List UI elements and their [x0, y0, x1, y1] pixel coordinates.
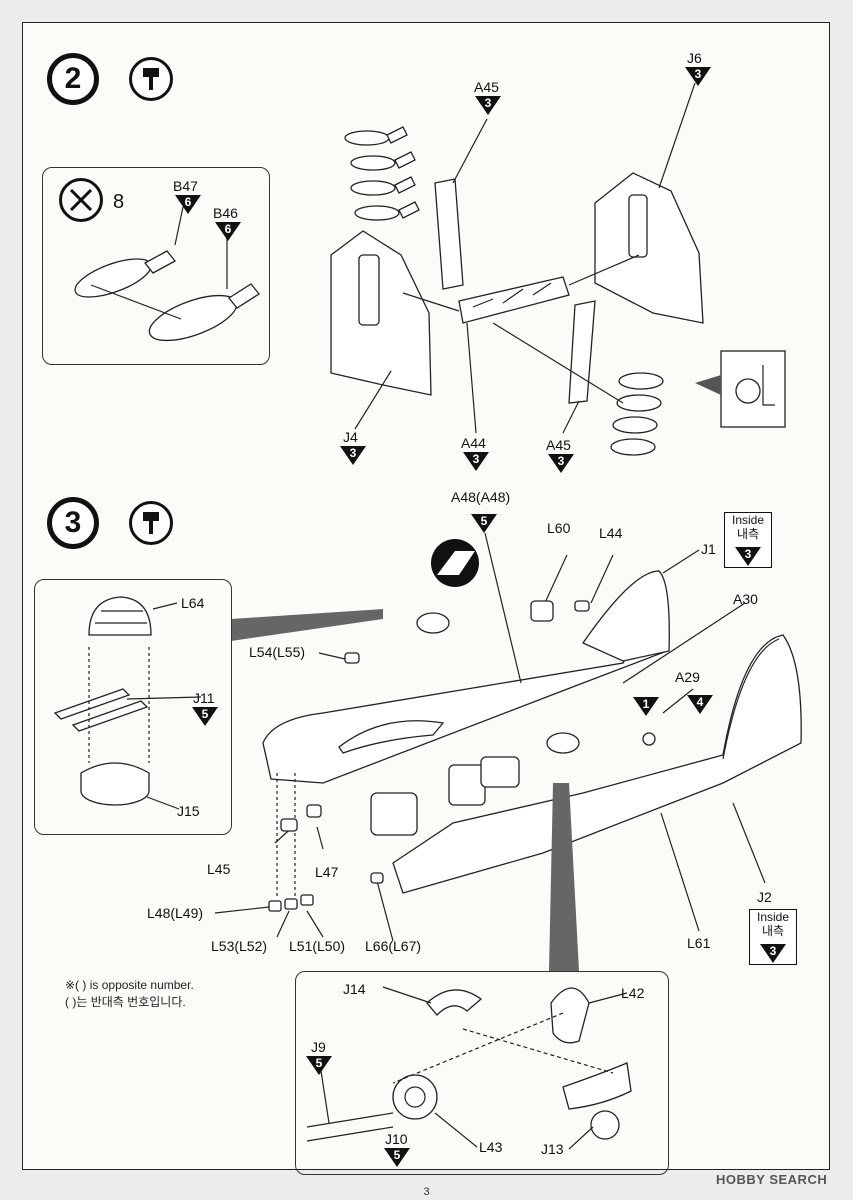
bomb-rack-drawing: [330, 82, 786, 456]
part-label-a44: A44: [461, 435, 486, 451]
color-marker-a45-bottom: 3: [548, 454, 574, 473]
part-label-l44: L44: [599, 525, 623, 541]
part-label-l60: L60: [547, 520, 571, 536]
part-label-l48: L48(L49): [147, 905, 204, 921]
part-label-l61: L61: [687, 935, 711, 951]
part-label-l51: L51(L50): [289, 938, 346, 954]
part-label-j1: J1: [701, 541, 716, 557]
part-label-l54: L54(L55): [249, 644, 306, 660]
step-2-number: 2: [64, 62, 82, 95]
part-label-j13: J13: [541, 1141, 564, 1157]
opposite-number-note: ※( ) is opposite number. ( )는 반대측 번호입니다.: [65, 978, 194, 1009]
part-label-a29: A29: [675, 669, 700, 685]
tail-turret-inset-drawing: [306, 986, 632, 1150]
part-label-a45-top: A45: [474, 79, 499, 95]
turret-inset-drawing: [53, 596, 383, 810]
part-label-l66: L66(L67): [365, 938, 422, 954]
part-label-l43: L43: [479, 1139, 503, 1155]
step-3-number: 3: [64, 506, 82, 539]
part-label-j6: J6: [687, 50, 702, 66]
part-label-l47: L47: [315, 864, 339, 880]
color-marker-j11: 5: [192, 707, 218, 726]
part-label-j4: J4: [343, 429, 358, 445]
part-label-a30: A30: [733, 591, 758, 607]
assembly-drawing: [53, 82, 802, 1150]
color-marker-j10: 5: [384, 1148, 410, 1167]
part-label-b47: B47: [173, 178, 198, 194]
cement-icon: [129, 57, 173, 101]
part-label-j14: J14: [343, 981, 366, 997]
tail-turret-inset-panel: [295, 971, 669, 1175]
part-label-j2: J2: [757, 889, 772, 905]
turret-inset-panel: [34, 579, 232, 835]
color-marker-j6: 3: [685, 67, 711, 86]
part-label-l64: L64: [181, 595, 205, 611]
step-2-badge: 2: [47, 53, 99, 105]
color-marker-a48: 5: [471, 514, 497, 533]
step-3-badge: 3: [47, 497, 99, 549]
part-label-j9: J9: [311, 1039, 326, 1055]
part-label-j10: J10: [385, 1131, 408, 1147]
part-label-l42: L42: [621, 985, 645, 1001]
watermark: HOBBY SEARCH: [716, 1172, 828, 1187]
part-label-l53: L53(L52): [211, 938, 268, 954]
quantity-label: 8: [113, 191, 125, 213]
color-marker-j9: 5: [306, 1056, 332, 1075]
color-marker-a44: 3: [463, 452, 489, 471]
bomb-inset-drawing: [74, 206, 260, 342]
part-label-a45-bottom: A45: [546, 437, 571, 453]
color-marker-a45-top: 3: [475, 96, 501, 115]
inside-note-j2: Inside 내측 3: [749, 909, 797, 965]
part-label-j15: J15: [177, 803, 200, 819]
part-label-a48: A48(A48): [451, 489, 511, 505]
page-number: 3: [423, 1186, 430, 1198]
instruction-page: 2 8 B47 6 B46 6 A45 3 J6 3 J4 3 A44 3 A4…: [22, 22, 830, 1175]
color-marker-1: 1: [633, 697, 659, 716]
no-cement-icon: [59, 178, 103, 222]
color-marker-b46: 6: [215, 222, 241, 241]
color-marker-j4: 3: [340, 446, 366, 465]
part-label-j11: J11: [193, 690, 215, 706]
part-label-l45: L45: [207, 861, 231, 877]
bomb-inset-panel: [42, 167, 270, 365]
part-label-b46: B46: [213, 205, 238, 221]
fuselage-drawing: [214, 532, 802, 971]
cement-icon: [129, 501, 173, 545]
color-marker-b47: 6: [175, 195, 201, 214]
color-marker-4: 4: [687, 695, 713, 714]
inside-note-j1: Inside 내측 3: [724, 512, 772, 568]
